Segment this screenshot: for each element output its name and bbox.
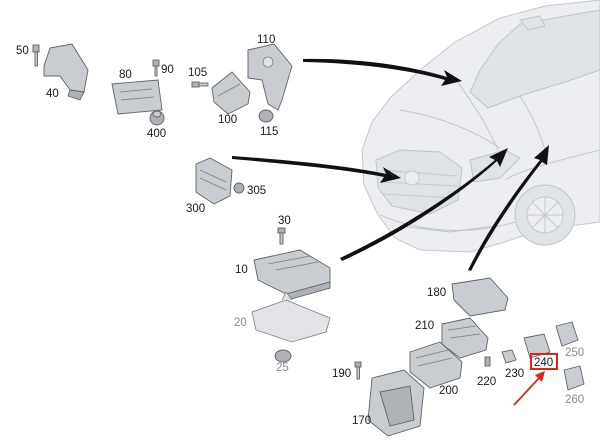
part-400-grommet[interactable] [149,110,165,126]
pointer-arrow [513,371,545,406]
part-100-sensor[interactable] [211,71,251,115]
label-230: 230 [505,368,524,380]
label-10: 10 [235,264,248,276]
part-190-screw[interactable] [354,361,362,380]
label-305: 305 [247,185,266,197]
label-90: 90 [161,64,174,76]
part-10-control-module[interactable] [253,249,331,301]
arrow-to-hood [303,58,462,86]
label-105: 105 [188,67,207,79]
part-40-bracket[interactable] [43,43,89,101]
part-230-relay[interactable] [501,349,517,364]
label-250: 250 [565,347,584,359]
callout-labels: 50 40 80 90 400 105 110 100 115 300 305 … [16,34,584,427]
arrow-to-grille [232,156,401,183]
part-90-screw[interactable] [152,59,160,77]
part-300-control-unit[interactable] [195,157,233,205]
label-115: 115 [260,126,278,138]
label-300: 300 [186,203,205,215]
label-260: 260 [565,394,584,406]
callout-arrows [232,58,549,271]
label-240: 240 [534,357,553,369]
part-105-screw[interactable] [191,81,209,88]
part-30-screw[interactable] [277,227,286,245]
label-400: 400 [147,128,166,140]
arrow-to-front-right [468,145,549,271]
part-260-connector[interactable] [563,365,585,391]
part-250-connector[interactable] [555,321,579,347]
label-50: 50 [16,45,29,57]
part-20-holder[interactable] [251,291,331,343]
label-100: 100 [218,114,237,126]
label-210: 210 [415,320,434,332]
label-170: 170 [352,415,371,427]
label-40: 40 [46,88,59,100]
highlight-box-240 [530,353,558,370]
part-305-grommet[interactable] [233,182,245,194]
label-190: 190 [332,368,351,380]
part-240-connector[interactable] [523,333,551,359]
part-220-fuse[interactable] [484,356,491,367]
part-25-nut[interactable] [274,349,292,363]
part-170-housing[interactable] [367,369,425,437]
label-80: 80 [119,69,132,81]
part-50-bolt[interactable] [32,44,40,67]
label-110: 110 [257,34,275,46]
part-110-bracket[interactable] [247,43,293,111]
label-220: 220 [477,376,496,388]
label-180: 180 [427,287,446,299]
part-180-relay[interactable] [451,277,509,317]
car-front-view [361,0,600,253]
label-20: 20 [234,317,247,329]
part-80-module[interactable] [111,79,163,115]
label-30: 30 [278,215,291,227]
part-115-clip[interactable] [258,109,274,123]
label-25: 25 [276,362,289,374]
label-200: 200 [439,385,458,397]
part-200-fuse-box[interactable] [409,341,463,389]
